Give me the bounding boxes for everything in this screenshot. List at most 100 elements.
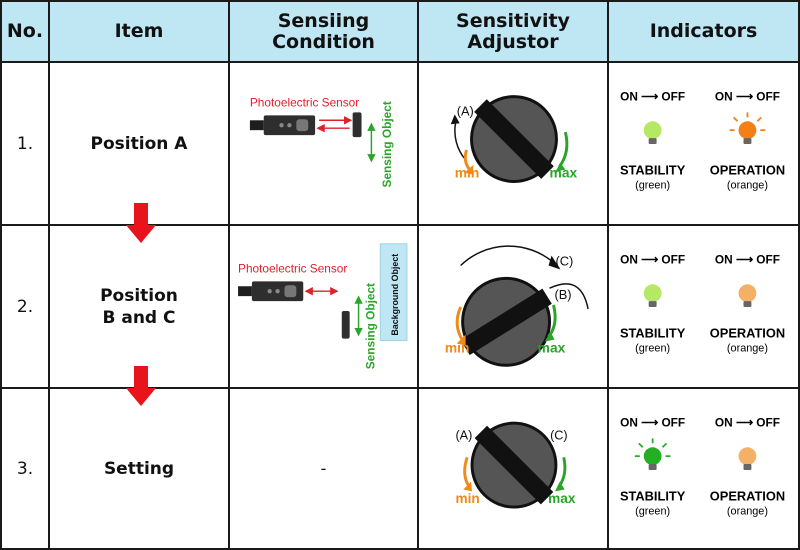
background-object-icon (379, 243, 408, 342)
header-item: Item (48, 0, 230, 63)
row-number: 2. (0, 224, 50, 389)
object-label: Sensing Object (363, 283, 377, 369)
sensitivity-adjustor: (C) (B) min max (417, 224, 609, 389)
min-label: min (455, 491, 479, 506)
photoelectric-sensor-icon (238, 281, 304, 302)
adjustor-diagram: (A) (C) min max (455, 421, 576, 509)
header-condition-line1: Sensiing (277, 9, 370, 32)
sensor-label: Photoelectric Sensor (238, 261, 347, 275)
operation-transition: ON ⟶ OFF (715, 253, 780, 267)
mark-a: (A) (455, 429, 472, 443)
header-row: No. Item Sensiing Condition Sensitivity … (0, 0, 800, 63)
sensing-condition: Photoelectric Sensor Sensing O (228, 61, 419, 226)
header-condition-line2: Condition (272, 30, 375, 53)
mark-c: (C) (555, 254, 573, 269)
item-name-line1: Setting (103, 458, 175, 479)
header-indicators: Indicators (607, 0, 800, 63)
table-row: 1. Position A Photoelectric Sensor (0, 61, 800, 226)
min-arrow (455, 306, 464, 342)
indicator-diagram: ON ⟶ OFF ON ⟶ OFF STABILITY OPERATION (g… (620, 416, 785, 518)
min-label: min (445, 339, 470, 355)
indicators: ON ⟶ OFF ON ⟶ OFF STABILITY OPERATION (g… (607, 61, 800, 226)
sensing-condition: - (228, 387, 419, 550)
object-label: Sensing Object (380, 101, 394, 187)
header-adjustor-line2: Adjustor (467, 30, 559, 53)
table-row: 2. Position B and C Photoelectric Sensor (0, 224, 800, 389)
arc-arrowhead (450, 114, 460, 125)
dial-knob-icon (460, 276, 552, 367)
operation-lamp-icon (729, 112, 766, 144)
background-object-label: Background Object (390, 254, 400, 336)
operation-color-label: (orange) (727, 342, 768, 354)
table-row: 3. Setting - (A) (C) min max (0, 387, 800, 550)
row-number: 3. (0, 387, 50, 550)
adjustor-diagram: (C) (B) min max (445, 245, 589, 367)
sensitivity-adjustor: (A) (C) min max (417, 387, 609, 550)
sensing-condition-diagram: Photoelectric Sensor Sensing O (238, 243, 408, 369)
min-arrow (463, 456, 471, 488)
mark-a: (A) (457, 103, 474, 118)
sensing-condition: Photoelectric Sensor Sensing O (228, 224, 419, 389)
item-name: Position B and C (48, 224, 230, 389)
header-adjustor-line1: Sensitivity (456, 9, 570, 32)
stability-transition: ON ⟶ OFF (620, 253, 685, 267)
rotation-arc-inner (549, 283, 589, 310)
stability-color-label: (green) (635, 342, 670, 354)
stability-lamp-icon (634, 438, 671, 470)
max-label: max (550, 165, 578, 181)
row-number: 1. (0, 61, 50, 226)
operation-transition: ON ⟶ OFF (715, 416, 780, 430)
stability-label: STABILITY (620, 326, 686, 341)
sensing-condition-diagram: Photoelectric Sensor Sensing O (249, 95, 394, 187)
operation-transition: ON ⟶ OFF (715, 90, 780, 104)
indicator-diagram: ON ⟶ OFF ON ⟶ OFF STABILITY OPERATION (g… (620, 253, 785, 355)
indicator-diagram: ON ⟶ OFF ON ⟶ OFF STABILITY OPERATION (g… (620, 90, 785, 192)
indicators: ON ⟶ OFF ON ⟶ OFF STABILITY OPERATION (g… (607, 224, 800, 389)
stability-transition: ON ⟶ OFF (620, 90, 685, 104)
dial-knob-icon (470, 95, 558, 184)
rotation-arc-outer (460, 245, 554, 267)
operation-color-label: (orange) (727, 179, 768, 191)
dial-knob-icon (470, 421, 558, 509)
header-no: No. (0, 0, 50, 63)
item-name-line2: B and C (102, 307, 176, 328)
movement-arrow (354, 295, 363, 337)
sensing-object-icon (341, 310, 350, 339)
movement-arrow (367, 122, 376, 163)
sensor-label: Photoelectric Sensor (250, 95, 359, 109)
step-arrow-down-icon (126, 203, 156, 243)
max-label: max (548, 491, 576, 506)
max-label: max (538, 339, 566, 355)
operation-label: OPERATION (710, 163, 785, 178)
rotation-arc (454, 122, 467, 161)
stability-label: STABILITY (620, 489, 686, 504)
mark-b: (B) (554, 287, 571, 302)
max-arrow (558, 131, 569, 168)
header-adjustor: Sensitivity Adjustor (417, 0, 609, 63)
beam-arrows (316, 116, 353, 133)
stability-lamp-icon (643, 121, 662, 144)
sensitivity-adjustor: (A) min max (417, 61, 609, 226)
adjustor-diagram: (A) min max (450, 95, 578, 184)
stability-label: STABILITY (620, 163, 686, 178)
operation-lamp-icon (738, 284, 757, 307)
indicators: ON ⟶ OFF ON ⟶ OFF STABILITY OPERATION (g… (607, 387, 800, 550)
operation-lamp-icon (738, 447, 757, 470)
photoelectric-sensor-icon (249, 115, 316, 136)
sensing-object-icon (352, 112, 362, 138)
stability-transition: ON ⟶ OFF (620, 416, 685, 430)
item-name-line1: Position A (90, 133, 188, 154)
operation-label: OPERATION (710, 326, 785, 341)
header-condition: Sensiing Condition (228, 0, 419, 63)
operation-color-label: (orange) (727, 505, 768, 517)
item-name: Position A (48, 61, 230, 226)
step-arrow-down-icon (126, 366, 156, 406)
stability-lamp-icon (643, 284, 662, 307)
item-name-line1: Position (100, 285, 178, 306)
stability-color-label: (green) (635, 505, 670, 517)
item-name: Setting (48, 387, 230, 550)
beam-arrow (304, 287, 339, 296)
operation-label: OPERATION (710, 489, 785, 504)
stability-color-label: (green) (635, 179, 670, 191)
